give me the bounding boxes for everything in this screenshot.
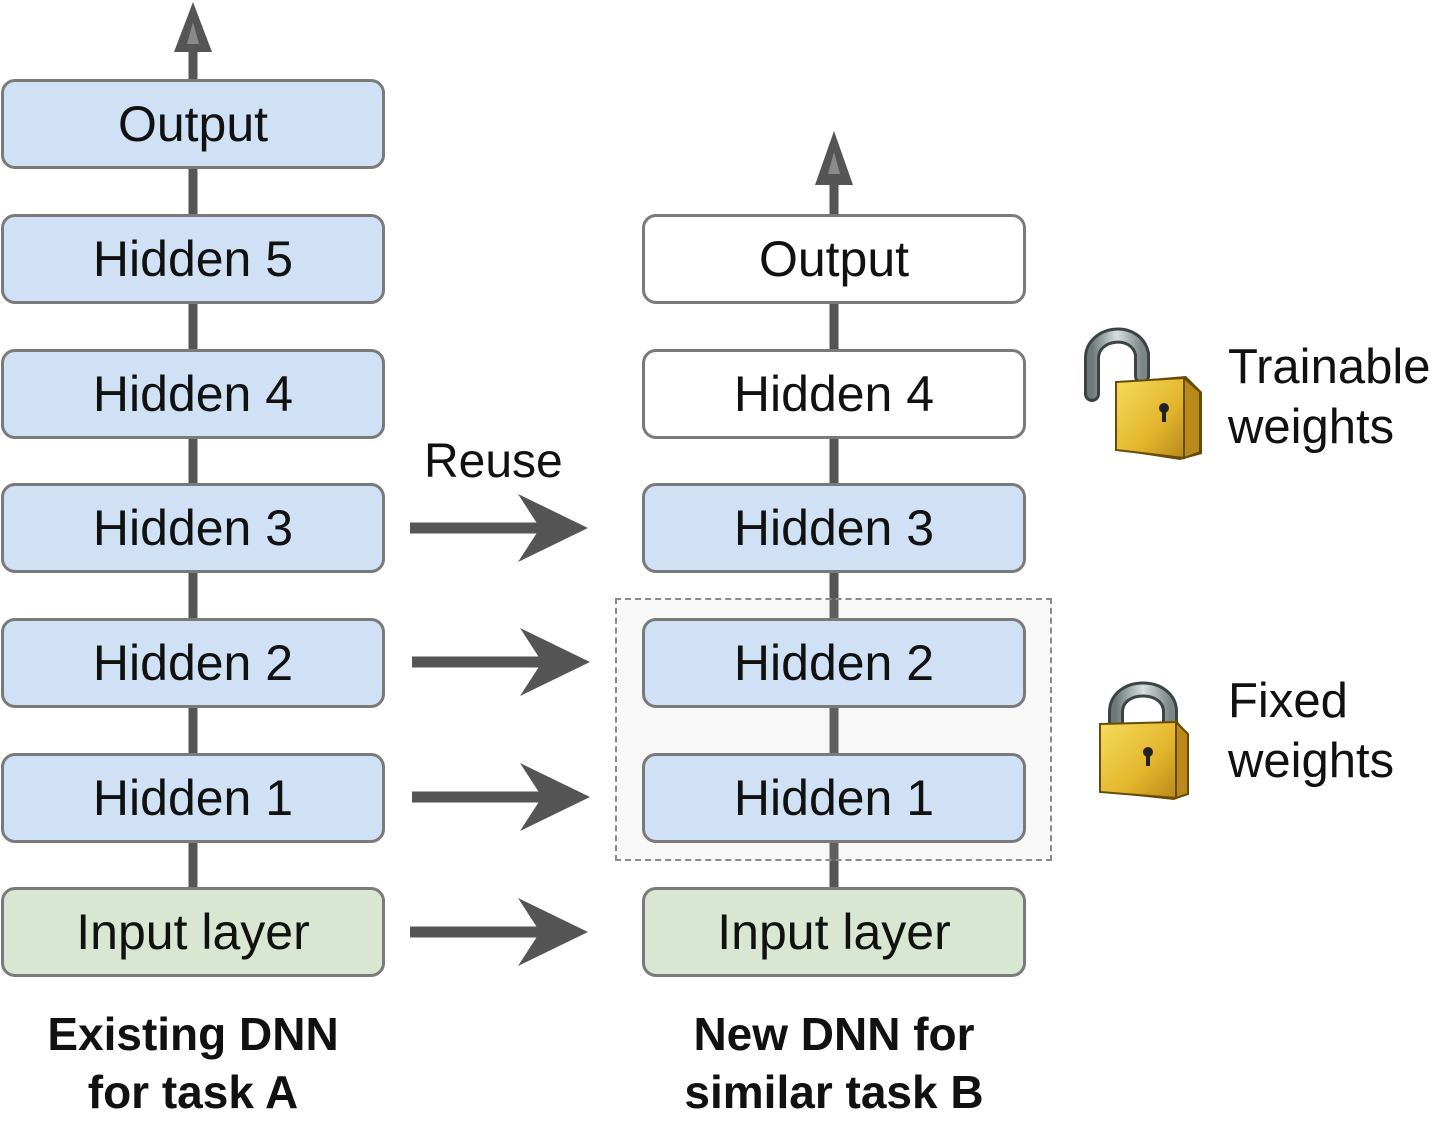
network-b-output-layer: Output [642,214,1026,304]
reuse-arrow-input [410,898,588,966]
fixed-weights-label-line2: weights [1228,734,1395,788]
trainable-weights-label-line2: weights [1228,400,1395,454]
network-a-hidden1-layer: Hidden 1 [1,753,385,843]
reuse-label: Reuse [424,435,563,488]
network-b-hidden1-layer: Hidden 1 [642,753,1026,843]
unlocked-padlock-icon [1084,327,1202,460]
network-a-caption-line2: for task A [87,1066,299,1118]
network-b-hidden4-layer: Hidden 4 [642,349,1026,439]
trainable-weights-label: Trainable weights [1228,337,1430,457]
network-b-hidden2-layer: Hidden 2 [642,618,1026,708]
network-a-hidden5-layer: Hidden 5 [1,214,385,304]
network-a-caption: Existing DNN for task A [0,1005,403,1121]
network-a-caption-line1: Existing DNN [47,1008,339,1060]
network-a-hidden2-layer: Hidden 2 [1,618,385,708]
fixed-weights-label: Fixed weights [1228,671,1394,791]
network-a-hidden3-layer: Hidden 3 [1,483,385,573]
trainable-weights-label-line1: Trainable [1228,340,1431,394]
network-b-input-layer: Input layer [642,887,1026,977]
reuse-arrow-hidden1 [412,763,590,831]
network-a-input-layer: Input layer [1,887,385,977]
locked-padlock-icon [1099,681,1189,800]
network-b-caption-line1: New DNN for [693,1008,975,1060]
network-b-hidden3-layer: Hidden 3 [642,483,1026,573]
network-b-caption-line2: similar task B [684,1066,984,1118]
network-b-caption: New DNN for similar task B [624,1005,1044,1121]
reuse-arrow-hidden3 [410,494,588,562]
network-a-hidden4-layer: Hidden 4 [1,349,385,439]
network-a-output-layer: Output [1,79,385,169]
fixed-weights-label-line1: Fixed [1228,674,1348,728]
reuse-arrow-hidden2 [412,628,590,696]
